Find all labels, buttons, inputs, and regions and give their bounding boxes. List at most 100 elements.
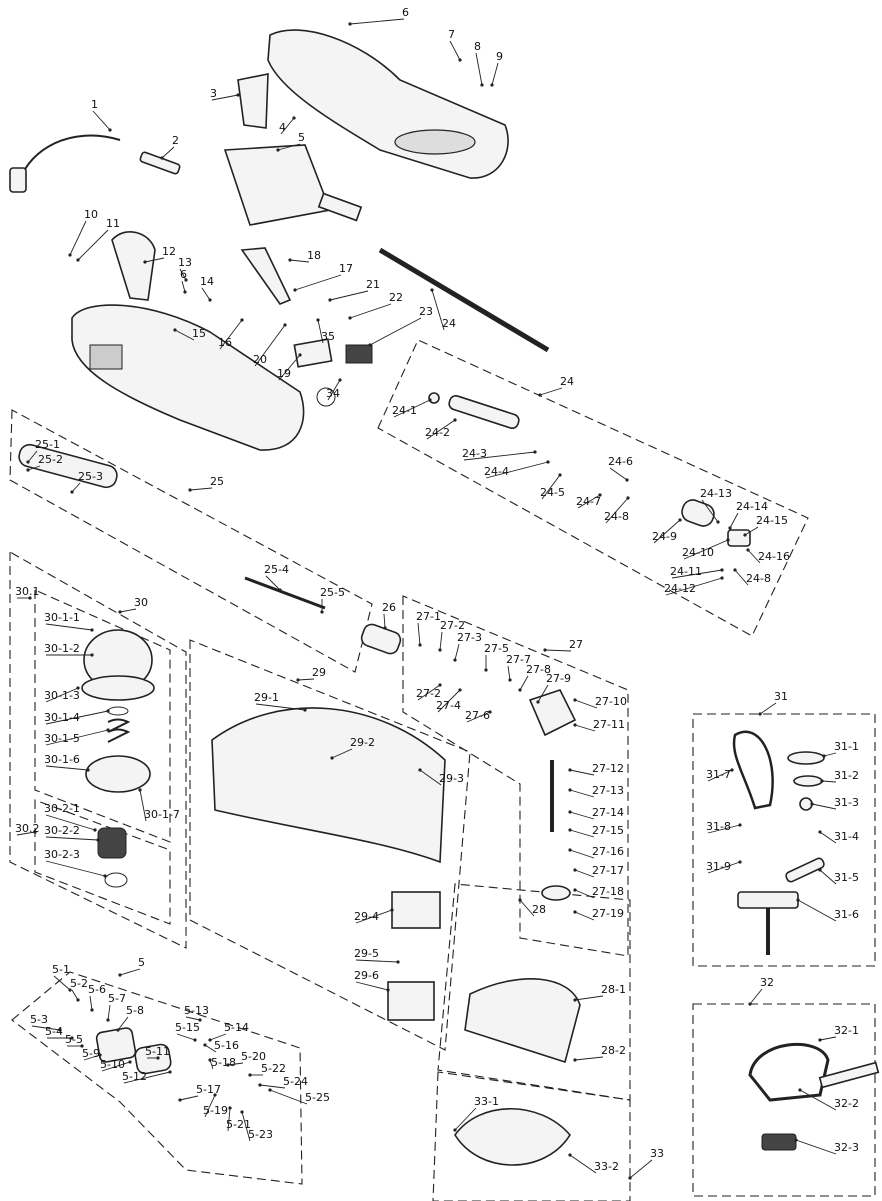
leader-g27-9	[519, 675, 529, 691]
callout-label-g27-6: 27-5	[484, 642, 509, 655]
callout-label-g27-14: 27-13	[592, 784, 624, 797]
callout-label-g33-2: 33-2	[594, 1160, 619, 1173]
leader-top-18	[289, 259, 310, 263]
leader-dot-g27-4	[438, 683, 442, 687]
leader-dot-g24-17	[733, 568, 737, 572]
part-callouts: 1234567891011121361415161718192021222324…	[15, 6, 859, 1180]
callout-label-g30-4: 30-1-3	[44, 689, 80, 702]
callout-label-g5-20: 5-20	[241, 1050, 266, 1063]
leader-dot-g24-3	[533, 450, 537, 454]
leader-dot-g5-10	[128, 1060, 132, 1064]
spool-30-1-6	[85, 755, 151, 793]
callout-label-g5-25: 5-25	[305, 1091, 330, 1104]
nut-31-3	[799, 797, 813, 811]
leader-g24-7	[577, 494, 601, 509]
callout-label-top-8: 9	[496, 50, 503, 63]
leader-g28-0	[519, 899, 535, 917]
group-24-outline	[377, 339, 809, 637]
leader-top-13	[181, 280, 186, 293]
leader-dot-g27-6	[484, 668, 488, 672]
callout-label-g32-0: 32	[760, 976, 774, 989]
cover-3	[237, 73, 269, 129]
callout-label-g5-0: 5	[138, 956, 145, 969]
leader-dot-top-11	[143, 260, 147, 264]
leader-dot-g30-5	[106, 709, 110, 713]
leader-g30-5	[45, 710, 109, 725]
callout-label-top-25: 34	[326, 387, 340, 400]
lever-17	[240, 247, 292, 305]
callout-label-g24-1: 24-1	[392, 404, 417, 417]
callout-label-g24-4: 24-4	[484, 465, 509, 478]
callout-label-g25-4: 25-4	[264, 563, 289, 576]
leader-g24-3	[463, 451, 536, 461]
leader-g5-24	[259, 1084, 286, 1089]
callout-label-g5-19: 5-19	[203, 1104, 228, 1117]
leader-dot-g32-3	[794, 1138, 798, 1142]
cap-30-2-3	[104, 872, 128, 888]
leader-top-9	[69, 220, 87, 256]
callout-label-top-0: 1	[91, 98, 98, 111]
leader-g5-23	[241, 1111, 251, 1142]
callout-label-top-24: 24	[442, 317, 456, 330]
leader-g27-13	[569, 769, 595, 776]
leader-dot-g27-5	[458, 688, 462, 692]
sheet-29-6	[387, 981, 435, 1021]
leader-g30-8	[139, 789, 147, 822]
callout-label-g33-0: 33	[650, 1147, 664, 1160]
leader-g29-0	[297, 678, 315, 681]
callout-label-g27-10: 27-9	[546, 672, 571, 685]
leader-g28-2	[574, 1056, 604, 1061]
bearing-27-19	[541, 885, 571, 901]
leader-g24-17	[734, 569, 749, 586]
leader-dot-g27-14	[568, 788, 572, 792]
washer-30-1-4	[107, 706, 129, 716]
leader-g27-0	[544, 649, 572, 652]
callout-label-g24-11: 24-11	[670, 565, 702, 578]
leader-dot-g5-0	[118, 973, 122, 977]
leader-g5-19	[204, 1094, 216, 1118]
callout-label-g5-15: 5-15	[175, 1021, 200, 1034]
leader-dot-g31-3	[810, 802, 814, 806]
leader-dot-g5-24	[258, 1083, 262, 1087]
leader-top-22	[349, 303, 392, 319]
spool-base	[81, 675, 155, 701]
part-23	[345, 344, 373, 364]
group-25-outline	[9, 409, 373, 673]
leader-g24-9	[653, 519, 681, 544]
leader-dot-g29-4	[390, 908, 394, 912]
group-30-1-outline	[34, 589, 171, 843]
leader-g5-2	[71, 989, 79, 1001]
leader-g27-12	[574, 724, 596, 732]
leader-g24-14	[729, 512, 739, 529]
leader-dot-g5-13	[198, 1018, 202, 1022]
leader-g5-16	[204, 1044, 217, 1053]
leader-dot-top-15	[173, 328, 177, 332]
leader-g32-3	[795, 1139, 837, 1155]
leader-g27-3	[454, 643, 460, 661]
leader-g5-21	[227, 1107, 231, 1132]
leader-top-3	[280, 117, 295, 135]
leader-g5-6	[89, 995, 93, 1011]
leader-dot-g5-8	[116, 1028, 120, 1032]
leader-g27-20	[574, 911, 595, 921]
callout-label-top-11: 12	[162, 245, 176, 258]
leader-g29-2	[331, 748, 353, 759]
leader-dot-g28-0	[518, 898, 522, 902]
clamp-32-3	[761, 1133, 797, 1151]
callout-label-g32-1: 32-1	[834, 1024, 859, 1037]
callout-label-g31-2: 31-2	[834, 769, 859, 782]
leader-dot-g5-7	[106, 1018, 110, 1022]
leader-dot-top-23	[368, 343, 372, 347]
leader-dot-g5-20	[226, 1063, 230, 1067]
callout-label-g5-3: 5-3	[30, 1013, 48, 1026]
leader-dot-g5-12	[168, 1070, 172, 1074]
callout-label-g24-3: 24-3	[462, 447, 487, 460]
leader-dot-g24-16	[746, 548, 750, 552]
leader-dot-g24-13	[716, 520, 720, 524]
callout-label-g30-8: 30-1-7	[144, 808, 180, 821]
leader-top-19	[278, 354, 301, 381]
callout-label-g5-24: 5-24	[283, 1075, 308, 1088]
callout-label-g5-8: 5-8	[126, 1004, 144, 1017]
leader-dot-top-4	[276, 148, 280, 152]
